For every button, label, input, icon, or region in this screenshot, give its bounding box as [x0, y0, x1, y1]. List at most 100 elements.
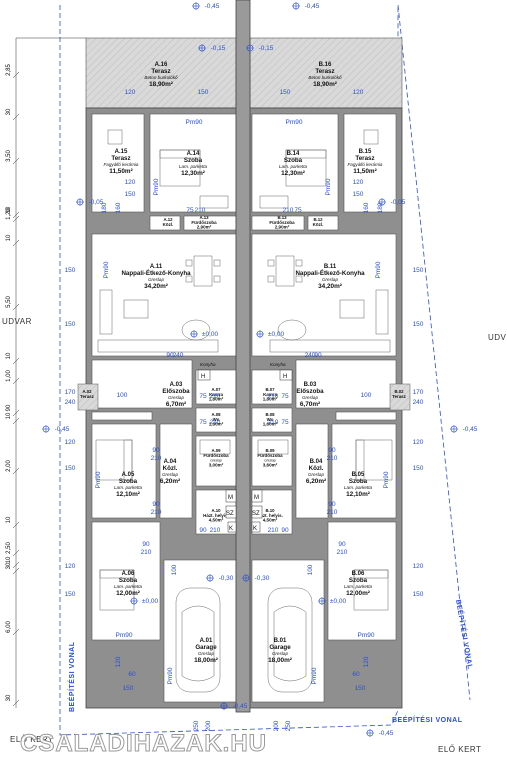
room-name: Fürdőszoba [203, 453, 229, 458]
dimension-tag-d150: 150 [353, 191, 364, 198]
level-value: -0,45 [379, 730, 394, 737]
room-floor: Beton burkolókő [308, 75, 342, 80]
level-value: -0,45 [233, 703, 248, 710]
dimension-tag-d120: 120 [65, 563, 76, 570]
room-id: A.07 [211, 387, 221, 392]
dimension-tag-d250: 250 [193, 720, 200, 731]
left-dimension-value: 2,50 [6, 542, 12, 554]
room-name: Fürdőszoba [257, 453, 283, 458]
dimension-tag-d90: 90 [166, 352, 174, 359]
dimension-tag-d150: 150 [65, 321, 76, 328]
dimension-tag-d170: 170 [413, 389, 424, 396]
room-id: B.01 [274, 638, 287, 644]
dimension-tag-d100: 100 [117, 392, 128, 399]
dimension-tag-d240: 240 [305, 352, 316, 359]
room-floor: Lam. parketta [179, 164, 208, 169]
dimension-tick [12, 549, 20, 557]
room-id: A.06 [122, 571, 135, 577]
dimension-tick [12, 521, 20, 529]
dimension-tag-pm90: Pm90 [286, 119, 303, 126]
room-name: Szoba [119, 478, 138, 485]
level-marker-icon [42, 425, 50, 433]
room-id: B.13 [277, 215, 287, 220]
dimension-tick [12, 211, 20, 219]
room-floor: Greslap [302, 395, 319, 400]
level-marker-icon [206, 574, 214, 582]
room-id: B.09 [265, 448, 275, 453]
elo-kert-left-label: ELŐ KERT [10, 735, 53, 744]
terrace-b16 [249, 37, 403, 109]
left-dimension-value: 90 [6, 404, 12, 411]
dimension-tag-d90: 90 [281, 527, 289, 534]
room-name: Kamra [263, 392, 277, 397]
dimension-tag-d100: 100 [361, 392, 372, 399]
left-dimension-value: 1,20 [6, 208, 12, 220]
dimension-tag-pm90: Pm90 [383, 471, 390, 488]
dimension-tick [12, 71, 20, 79]
room-floor: Greslap [162, 472, 179, 477]
terrace-a02 [77, 383, 99, 411]
room-floor: Fagyálló kerámia [104, 162, 139, 167]
room-area: 1,80m² [263, 396, 278, 401]
dimension-tag-d160: 160 [363, 202, 370, 213]
watermark-logo: CSALADIHAZAK.HU [20, 730, 267, 758]
room-id: B.08 [265, 412, 275, 417]
room-area: 1,80m² [209, 396, 224, 401]
dimension-tag-d100: 100 [171, 564, 178, 575]
room-name: Házt. helyis. [257, 513, 283, 518]
car-right [267, 587, 313, 693]
dimension-tick [12, 467, 20, 475]
room-area: 4,50m² [209, 517, 224, 522]
room-area: 18,00m² [194, 657, 218, 664]
dimension-tag-d150: 150 [123, 685, 134, 692]
dimension-tick [12, 561, 20, 569]
car-left [175, 587, 221, 693]
level-value: -0,05 [391, 199, 406, 206]
dimension-tag-d210: 210 [141, 549, 152, 556]
dimension-tick [12, 628, 20, 636]
room-area: 34,20m² [318, 283, 342, 290]
room-name: Terasz [111, 155, 130, 162]
room-name: Kamra [209, 392, 223, 397]
room-area: 12,30m² [281, 170, 305, 177]
dimension-tag-pm90: Pm90 [186, 119, 203, 126]
room-name: Garage [195, 644, 217, 651]
room-area: 12,10m² [346, 491, 370, 498]
dimension-tag-d240: 240 [173, 352, 184, 359]
dimension-tag-d210: 210 [151, 509, 162, 516]
room-floor: Greslap [148, 277, 165, 282]
room-area: 3,60m² [263, 462, 278, 467]
dimension-tag-pm90: Pm90 [375, 261, 382, 278]
room-area: 12,00m² [346, 590, 370, 597]
room-area: 6,20m² [306, 478, 326, 485]
dimension-tag-d150: 150 [413, 465, 424, 472]
room-floor: Greslap [198, 651, 215, 656]
dimension-tag-d150: 150 [413, 321, 424, 328]
dimension-tag-d150: 150 [413, 267, 424, 274]
dimension-tag-d200: 200 [273, 720, 280, 731]
room-id: A.02 [82, 389, 92, 394]
room-id: B.03 [304, 382, 317, 388]
dimension-tag-d210: 210 [327, 455, 338, 462]
room-area: 1,60m² [263, 421, 278, 426]
terrace-a16 [85, 37, 237, 109]
furniture [95, 129, 393, 611]
dimension-tag-d210: 210 [195, 207, 206, 214]
room-id: B.15 [359, 149, 372, 155]
level-value: ±0,00 [142, 598, 159, 605]
level-marker-icon [190, 330, 198, 338]
level-markers: -0,45-0,45-0,15-0,15-0,05-0,05±0,00±0,00… [42, 2, 478, 737]
dimension-tag-d210: 210 [151, 455, 162, 462]
fixtures: H H M SZ K M SZ K [197, 369, 293, 533]
level-marker-icon [76, 198, 84, 206]
left-dimension-value: 2,00 [6, 460, 12, 472]
epitesi-vonal-right-label: BEÉPÍTÉSI VONAL [454, 599, 475, 670]
room-area: 34,20m² [144, 283, 168, 290]
level-value: -0,15 [259, 45, 274, 52]
dimension-tick [12, 357, 20, 365]
dimension-tag-d60: 60 [128, 671, 136, 678]
dimension-tag-d210: 210 [268, 393, 279, 400]
dimension-tag-d120: 120 [65, 439, 76, 446]
dimension-tag-d90: 90 [328, 501, 336, 508]
